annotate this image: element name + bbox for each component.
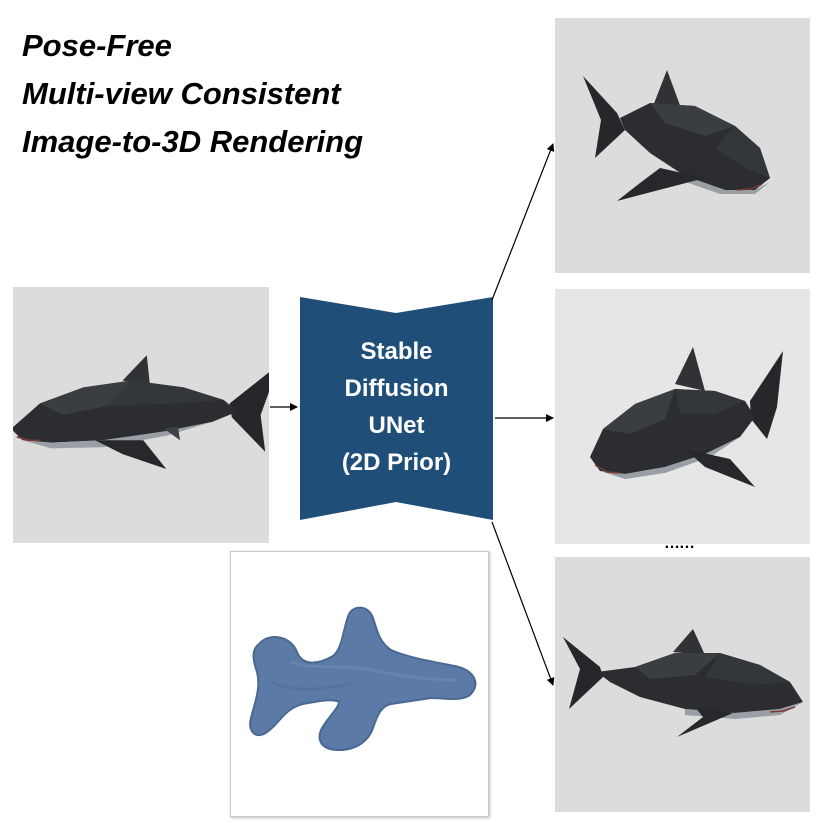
unet-label-line-1: Stable: [360, 338, 433, 365]
arrow-unet-to-view-1: [491, 143, 555, 301]
shark-render-icon: [13, 355, 269, 470]
output-view-1: [555, 18, 810, 273]
output-view-2: [555, 289, 810, 544]
unet-label-line-2: Diffusion: [344, 375, 449, 402]
output-view-3: [555, 557, 810, 812]
diagram-title: Pose-Free Multi-view Consistent Image-to…: [22, 22, 363, 166]
title-line-1: Pose-Free: [22, 28, 172, 63]
stable-diffusion-unet-block: Stable Diffusion UNet (2D Prior): [300, 297, 493, 520]
arrow-unet-to-view-3: [491, 521, 555, 686]
shark-render-icon: [590, 347, 783, 487]
shark-mesh-icon: [249, 606, 477, 752]
shark-render-icon: [563, 629, 803, 737]
unet-shape-icon: [300, 297, 493, 520]
input-image: [13, 287, 269, 543]
unet-label-line-3: UNet: [368, 412, 425, 439]
unet-label: Stable Diffusion UNet (2D Prior): [300, 333, 493, 481]
title-line-3: Image-to-3D Rendering: [22, 124, 364, 159]
shark-render-icon: [583, 70, 770, 201]
title-line-2: Multi-view Consistent: [22, 76, 341, 111]
mesh-reconstruction-image: [230, 551, 489, 817]
unet-label-line-4: (2D Prior): [341, 449, 452, 476]
more-views-ellipsis: ……: [664, 535, 695, 552]
